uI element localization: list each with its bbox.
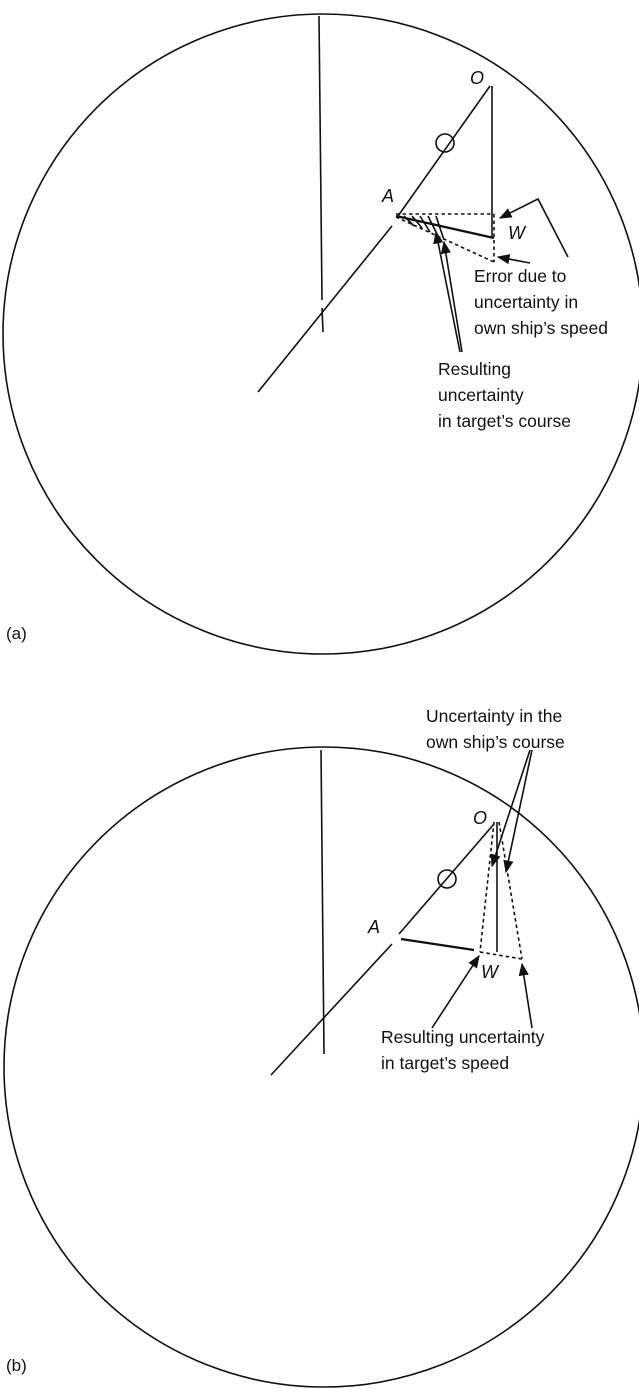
speed-error-pointer — [498, 197, 569, 258]
speed-error-pointer-lower — [496, 254, 531, 265]
point-w-label: W — [481, 962, 500, 982]
course-uncertainty-note-line-1: Uncertainty in the — [426, 706, 562, 726]
relative-motion-line — [270, 943, 393, 1076]
point-o-label: O — [473, 808, 487, 828]
plotting-circle — [2, 13, 639, 655]
speed-error-lower — [395, 216, 495, 263]
course-result-pointer-1 — [433, 230, 461, 353]
course-uncertainty-pointer-1 — [490, 749, 531, 868]
speed-result-pointer-right — [518, 962, 533, 1029]
course-result-note: Resulting uncertainty in target’s course — [438, 359, 571, 431]
panel-a: O A W Error due to uncertainty in own sh… — [0, 0, 639, 694]
panel-b: O A W Uncertainty in the own ship’s cour… — [0, 694, 639, 1388]
speed-result-note-line-2: in target’s speed — [381, 1053, 509, 1073]
point-w-label: W — [508, 223, 527, 243]
plot-position-marker — [437, 869, 457, 889]
point-a-label: A — [367, 917, 380, 937]
heading-line — [320, 749, 325, 1055]
course-error-right — [498, 821, 523, 960]
speed-result-base — [479, 951, 523, 960]
panel-b-label: (b) — [6, 1356, 27, 1375]
panel-a-label: (a) — [6, 624, 27, 643]
course-uncertainty-note: Uncertainty in the own ship’s course — [426, 706, 567, 752]
plot-diagram-a: O A W Error due to uncertainty in own sh… — [2, 13, 639, 655]
relative-motion-line-upper — [397, 85, 491, 217]
speed-error-note-line-1: Error due to — [474, 266, 566, 286]
speed-error-note: Error due to uncertainty in own ship’s s… — [474, 266, 608, 338]
course-uncertainty-note-line-2: own ship’s course — [426, 732, 565, 752]
plotting-circle — [3, 746, 639, 1388]
heading-line — [318, 15, 323, 301]
course-result-note-line-1: Resulting — [438, 359, 511, 379]
plot-diagram-b: O A W Uncertainty in the own ship’s cour… — [3, 706, 639, 1388]
speed-result-note: Resulting uncertainty in target’s speed — [381, 1027, 549, 1073]
course-result-note-line-2: uncertainty — [438, 385, 524, 405]
point-a-label: A — [381, 186, 394, 206]
relative-motion-line-upper — [398, 823, 495, 935]
target-vector — [400, 937, 475, 952]
speed-result-pointer-left — [431, 954, 480, 1029]
speed-error-note-line-2: uncertainty in — [474, 292, 578, 312]
course-result-pointer-2 — [440, 240, 463, 353]
speed-result-note-line-1: Resulting uncertainty — [381, 1027, 545, 1047]
point-o-label: O — [470, 68, 484, 88]
course-error-left — [479, 821, 495, 953]
plot-position-marker — [435, 133, 455, 153]
relative-motion-line — [257, 225, 393, 393]
course-result-note-line-3: in target’s course — [438, 411, 571, 431]
course-uncertainty-pointer-2 — [503, 749, 533, 874]
speed-error-note-line-3: own ship’s speed — [474, 318, 608, 338]
target-vector — [395, 214, 495, 240]
